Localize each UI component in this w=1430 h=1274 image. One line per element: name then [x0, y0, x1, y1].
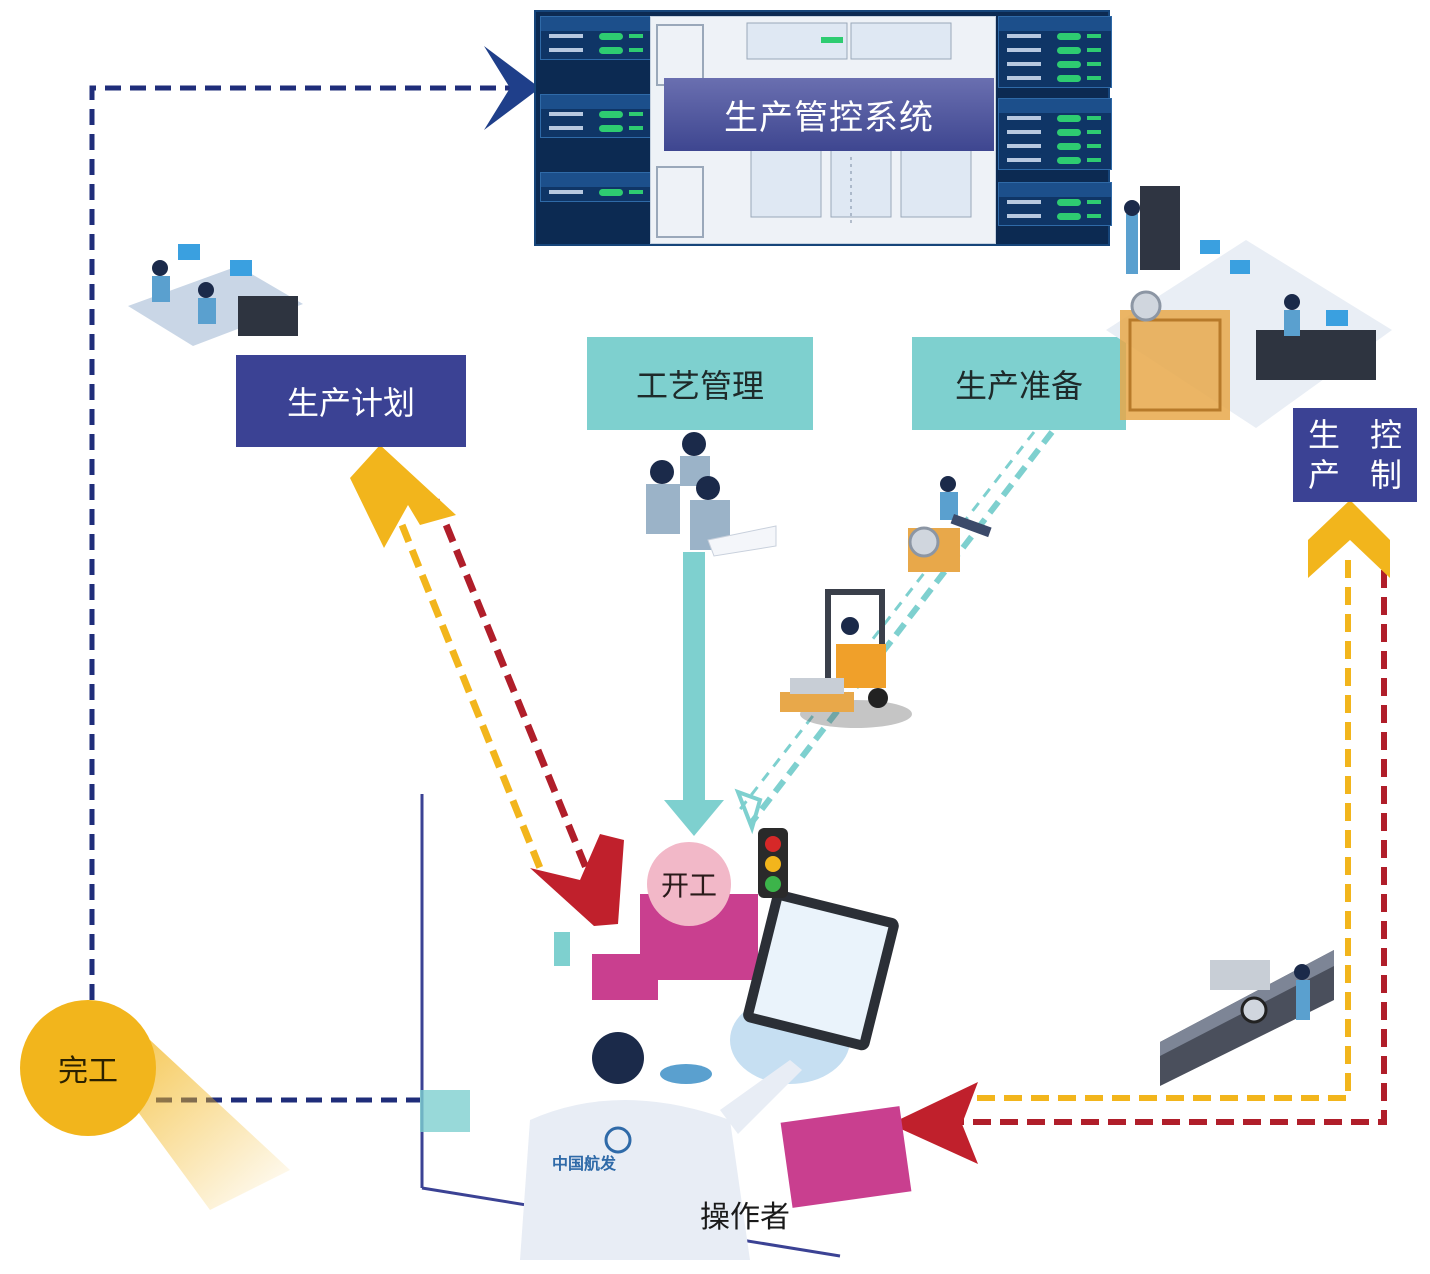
control-red-dash	[950, 570, 1387, 1125]
operator-body	[520, 1100, 750, 1260]
jacket-logo-text: 中国航发	[552, 1154, 617, 1173]
dashboard-left-panel-2	[540, 94, 654, 138]
production-prep-box: 生产准备	[912, 337, 1126, 430]
operator-label: 操作者	[700, 1200, 790, 1235]
production-control-box: 生产 控制	[1293, 408, 1417, 502]
navy-loop-arrow	[89, 85, 520, 1000]
conveyor-icon	[1160, 950, 1334, 1086]
finish-work-node: 完工	[20, 1000, 156, 1136]
tablet-icon	[743, 890, 899, 1051]
dashboard-right-panel-3	[998, 182, 1112, 226]
start-red-arrowhead	[530, 834, 624, 926]
office-workstation-icon	[128, 244, 303, 346]
control-label-line-2: 控制	[1369, 416, 1402, 494]
production-control-system-box: 生产管控系统	[664, 78, 994, 151]
forklift-icon	[780, 589, 912, 728]
process-teal-arrowhead	[664, 800, 724, 836]
plan-yellow-dash	[388, 498, 544, 870]
operator-head	[592, 1032, 644, 1084]
floorplan-drawing	[656, 22, 972, 238]
prep-teal-arrowhead	[734, 788, 763, 835]
traffic-light-icon	[758, 828, 788, 898]
hand-truck-icon	[908, 476, 992, 572]
dashboard-right-panel-2	[998, 98, 1112, 170]
control-room-icon	[1106, 186, 1392, 428]
control-yellow-arrowhead	[1308, 500, 1390, 578]
production-plan-box: 生产计划	[236, 355, 466, 447]
server-rack-icon	[1140, 186, 1180, 270]
engineers-group-icon	[646, 432, 777, 557]
control-label-line-1: 生产	[1307, 416, 1340, 494]
operator-red-arrowhead	[890, 1082, 978, 1164]
plan-red-dash	[432, 498, 590, 870]
dashboard-left-panel-3	[540, 172, 654, 202]
plan-yellow-arrowhead	[350, 445, 456, 548]
dashboard-right-panel-1	[998, 16, 1112, 88]
prep-teal-dash	[749, 430, 1055, 824]
prep-teal-dash-2	[736, 431, 1036, 813]
start-work-node: 开工	[647, 842, 731, 926]
control-yellow-dash	[950, 560, 1351, 1101]
dashboard-left-panel-1	[540, 16, 654, 60]
process-management-box: 工艺管理	[587, 337, 813, 430]
process-teal-stem	[683, 552, 705, 802]
navy-arrowhead	[484, 46, 540, 130]
